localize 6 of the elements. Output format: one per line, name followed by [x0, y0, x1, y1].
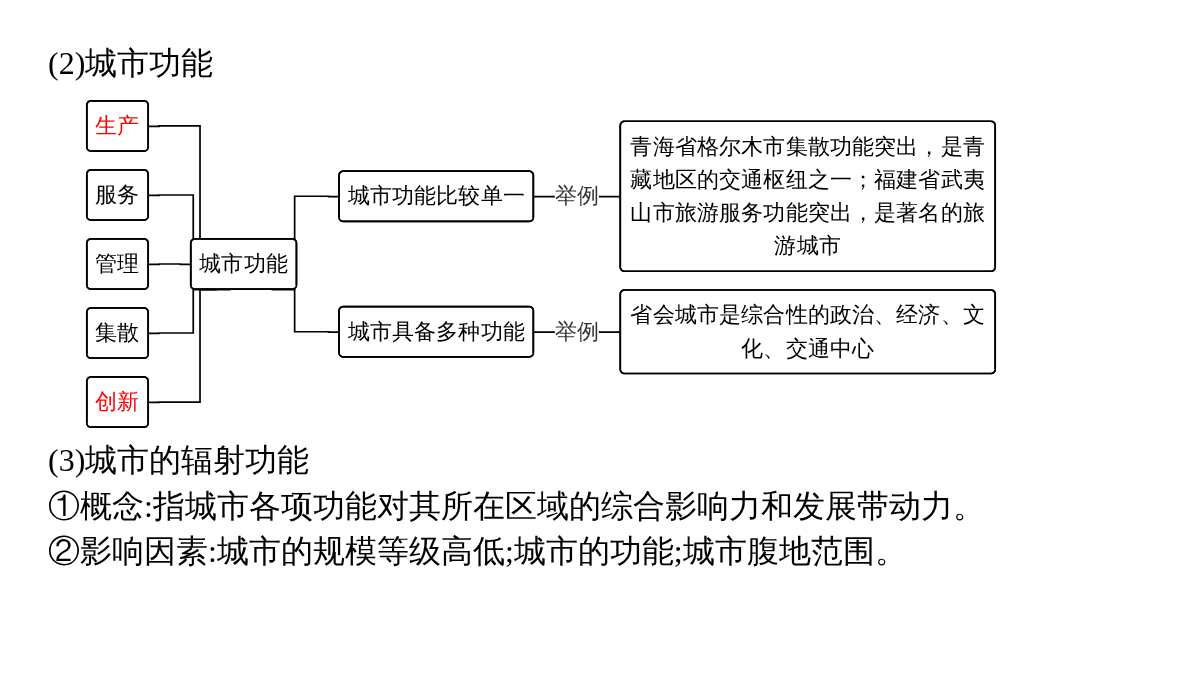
edge-label: 举例 [554, 183, 599, 209]
edge-label: 举例 [554, 319, 599, 345]
note-text: ②影响因素:城市的规模等级高低;城市的功能;城市腹地范围。 [48, 532, 907, 572]
section-title: (2)城市功能 [48, 44, 214, 83]
section-heading: (3)城市的辐射功能 [48, 441, 310, 480]
note-text: ①概念:指城市各项功能对其所在区域的综合影响力和发展带动力。 [48, 486, 985, 526]
